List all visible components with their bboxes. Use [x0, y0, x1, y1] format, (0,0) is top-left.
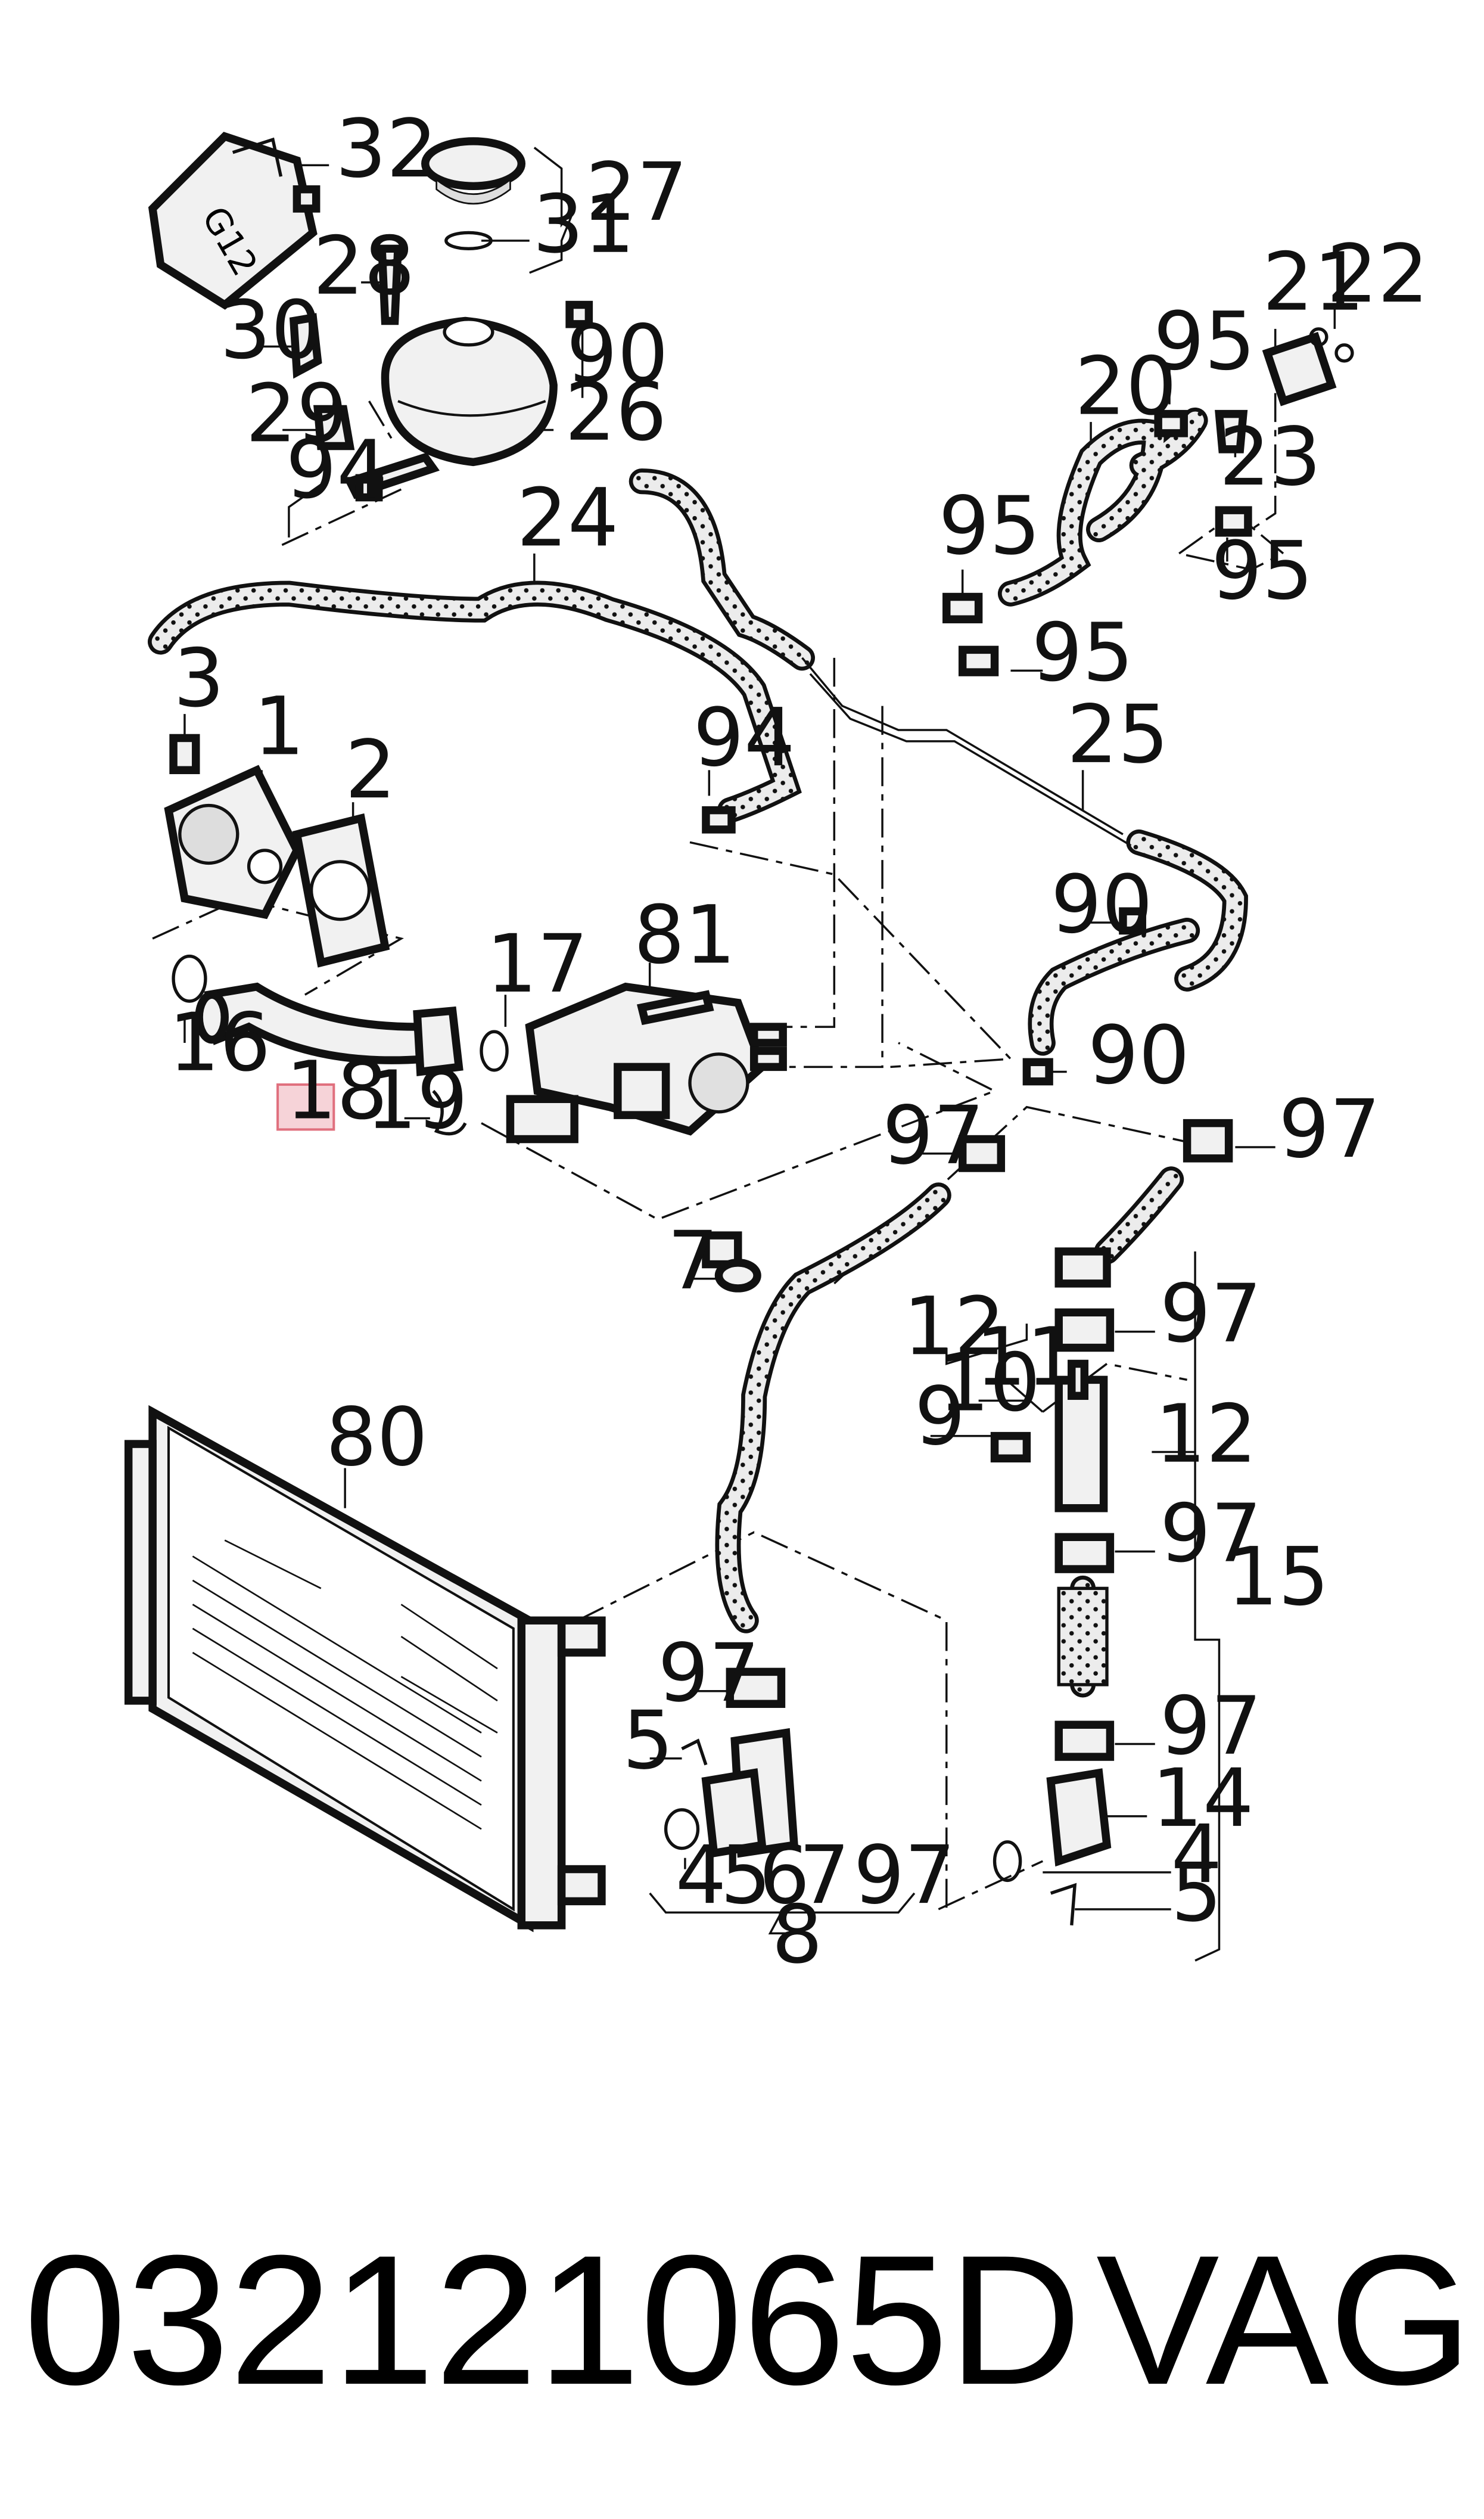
hose-connector-8 [664, 1728, 799, 1858]
callout-19: 19 [366, 1054, 468, 1147]
flange-connector [1215, 327, 1354, 454]
callout-9: 9 [914, 1369, 966, 1463]
callout-90: 90 [567, 308, 668, 401]
callout-94: 94 [693, 691, 795, 784]
radiator [124, 1405, 606, 1933]
water-pump [164, 734, 390, 968]
callout-3: 3 [173, 632, 225, 725]
part-caption: 032121065D VAG [24, 2216, 1473, 2423]
callout-7: 7 [667, 1214, 718, 1307]
callout-20: 20 [1075, 340, 1177, 433]
callout-97: 97 [658, 1626, 760, 1720]
callout-27: 27 [586, 145, 687, 239]
brand-name: VAG [1096, 2216, 1473, 2423]
highlighted-callout-18[interactable]: 18 [276, 1044, 388, 1138]
callout-1: 1 [254, 679, 305, 773]
cap-7 [702, 1231, 761, 1293]
callout-80: 80 [326, 1390, 428, 1484]
callout-26: 26 [565, 365, 667, 459]
callout-22: 22 [1327, 227, 1429, 321]
parts-diagram: G12 [124, 102, 1429, 1981]
callout-21: 21 [1262, 235, 1364, 329]
callout-31: 31 [533, 178, 634, 271]
callout-30: 30 [220, 283, 322, 377]
clips [289, 300, 1252, 1761]
callout-95: 95 [1211, 524, 1313, 617]
callout-95: 95 [1153, 294, 1255, 388]
callout-24: 24 [517, 471, 618, 564]
callout-28: 28 [313, 219, 415, 313]
callout-97: 97 [854, 1828, 956, 1922]
coolant-pipe-18 [172, 954, 509, 1136]
callout-10: 10 [938, 1336, 1040, 1430]
assembly-outlines [152, 393, 1286, 1911]
callout-14: 14 [1152, 1751, 1253, 1845]
callout-labels: 32 27 31 28 30 90 26 29 94 24 21 22 95 2… [169, 102, 1429, 1981]
callout-90: 90 [1088, 1008, 1190, 1102]
callout-6: 6 [759, 1828, 810, 1922]
callout-8: 8 [771, 1888, 823, 1981]
callout-95: 95 [1031, 606, 1133, 700]
expansion-tank [344, 137, 558, 499]
callout-95: 95 [938, 479, 1040, 573]
callout-97: 97 [1278, 1082, 1380, 1176]
callout-97: 97 [1160, 1267, 1262, 1361]
callout-15: 15 [1227, 1530, 1329, 1623]
callout-5: 5 [720, 1828, 771, 1922]
callout-2: 2 [345, 723, 396, 816]
callout-25: 25 [1067, 688, 1169, 781]
callout-4: 4 [1171, 1807, 1222, 1901]
callout-4: 4 [676, 1828, 727, 1922]
callout-5: 5 [623, 1694, 674, 1787]
bleed-valve-assembly [990, 1247, 1112, 1925]
callout-97: 97 [1160, 1487, 1262, 1580]
callout-94: 94 [286, 423, 388, 517]
callout-7: 7 [799, 1828, 850, 1922]
callout-18-label: 18 [286, 1044, 388, 1138]
callout-97: 97 [1160, 1679, 1262, 1773]
callout-5: 5 [1171, 1846, 1222, 1940]
callout-97: 97 [882, 1089, 984, 1182]
callout-16: 16 [169, 996, 270, 1089]
callout-32: 32 [335, 102, 437, 195]
callout-12: 12 [1155, 1387, 1257, 1481]
callout-90: 90 [1051, 858, 1153, 951]
callout-11: 11 [975, 1310, 1077, 1403]
callout-81: 81 [634, 888, 736, 981]
part-number: 032121065D [24, 2216, 1082, 2423]
callout-23: 23 [1219, 410, 1321, 504]
thermostat-housing [506, 982, 787, 1144]
callout-12: 12 [903, 1279, 1005, 1373]
thin-pipes [801, 657, 1132, 847]
callout-29: 29 [245, 366, 347, 460]
coolant-canister: G12 [148, 132, 321, 310]
callout-17: 17 [486, 917, 588, 1011]
